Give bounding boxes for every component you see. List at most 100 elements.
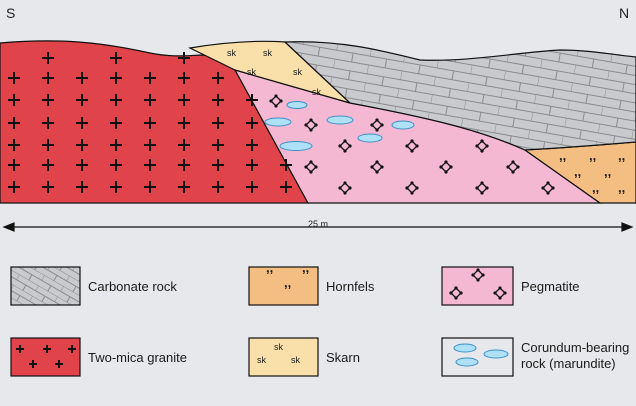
granite-cross bbox=[178, 139, 190, 151]
granite-cross bbox=[76, 159, 88, 171]
granite-cross bbox=[178, 94, 190, 106]
legend-hornfels-swatch bbox=[248, 266, 319, 306]
pegmatite-symbol bbox=[493, 286, 507, 300]
pegmatite-symbol bbox=[506, 160, 520, 174]
hornfels-mark: ,, bbox=[302, 260, 310, 275]
direction-south: S bbox=[6, 5, 16, 21]
legend-carbonate-swatch bbox=[10, 266, 81, 306]
hornfels-mark: ,, bbox=[574, 164, 582, 179]
granite-cross bbox=[42, 181, 54, 193]
pegmatite-symbol bbox=[475, 139, 489, 153]
skarn-mark: sk bbox=[247, 67, 256, 77]
scale-label: 25 m bbox=[307, 219, 328, 229]
corundum-lenses bbox=[264, 101, 415, 151]
skarn-mark: sk bbox=[312, 87, 321, 97]
granite-cross bbox=[76, 117, 88, 129]
granite-cross bbox=[42, 52, 54, 64]
pegmatite-symbol bbox=[449, 286, 463, 300]
legend-granite-swatch bbox=[10, 337, 81, 377]
granite-cross bbox=[144, 139, 156, 151]
granite-cross bbox=[246, 117, 258, 129]
pegmatite-symbol bbox=[269, 94, 283, 108]
hornfels-mark: ,, bbox=[559, 148, 567, 163]
legend-skarn-swatch bbox=[248, 337, 319, 377]
pegmatite-symbol bbox=[370, 160, 384, 174]
legend-skarn-mark: sk bbox=[274, 342, 283, 352]
scale-arrow bbox=[2, 222, 634, 232]
legend-corundum-label: Corundum-bearing rock (marundite) bbox=[521, 340, 630, 371]
granite-cross bbox=[280, 159, 292, 171]
granite-cross bbox=[76, 72, 88, 84]
legend-pegmatite-label: Pegmatite bbox=[521, 279, 580, 294]
granite-cross bbox=[110, 94, 122, 106]
hornfels-mark: ,, bbox=[618, 148, 626, 163]
granite-cross bbox=[42, 159, 54, 171]
pegmatite-symbol bbox=[475, 181, 489, 195]
granite-cross bbox=[8, 94, 20, 106]
pegmatite-symbol bbox=[405, 139, 419, 153]
granite-cross bbox=[144, 94, 156, 106]
granite-cross bbox=[178, 52, 190, 64]
granite-cross bbox=[8, 159, 20, 171]
granite-cross bbox=[110, 72, 122, 84]
pegmatite-symbol bbox=[304, 160, 318, 174]
granite-cross bbox=[76, 139, 88, 151]
pegmatite-symbol bbox=[338, 181, 352, 195]
granite-cross bbox=[212, 117, 224, 129]
granite-cross bbox=[110, 159, 122, 171]
granite-cross bbox=[246, 94, 258, 106]
hornfels-mark: ,, bbox=[618, 180, 626, 195]
granite-cross bbox=[76, 181, 88, 193]
granite-cross bbox=[8, 181, 20, 193]
granite-cross bbox=[178, 117, 190, 129]
granite-cross bbox=[144, 181, 156, 193]
hornfels-mark: ,, bbox=[604, 164, 612, 179]
hornfels-mark: ,, bbox=[592, 180, 600, 195]
legend-hornfels-label: Hornfels bbox=[326, 279, 375, 294]
pegmatite-symbol bbox=[338, 139, 352, 153]
hornfels-mark: ,, bbox=[266, 260, 274, 275]
hornfels-mark: ,, bbox=[284, 275, 292, 290]
skarn-mark: sk bbox=[227, 48, 236, 58]
granite-cross bbox=[280, 181, 292, 193]
granite-cross bbox=[178, 181, 190, 193]
skarn-mark: sk bbox=[263, 48, 272, 58]
legend-skarn-mark: sk bbox=[257, 355, 266, 365]
granite-cross bbox=[212, 159, 224, 171]
granite-cross bbox=[246, 159, 258, 171]
pegmatite-symbol bbox=[471, 268, 485, 282]
granite-cross bbox=[8, 72, 20, 84]
pegmatite-symbol bbox=[541, 181, 555, 195]
pegmatite-symbol bbox=[370, 118, 384, 132]
pegmatite-symbol bbox=[439, 160, 453, 174]
direction-north: N bbox=[619, 5, 630, 21]
granite-cross bbox=[42, 117, 54, 129]
pegmatite-symbol bbox=[304, 118, 318, 132]
legend-granite-label: Two-mica granite bbox=[88, 350, 187, 365]
granite-cross bbox=[42, 72, 54, 84]
granite-cross bbox=[42, 139, 54, 151]
legend-skarn-mark: sk bbox=[291, 355, 300, 365]
granite-cross bbox=[212, 72, 224, 84]
granite-cross bbox=[144, 72, 156, 84]
granite-cross bbox=[76, 94, 88, 106]
carbonate-body bbox=[283, 41, 636, 151]
granite-cross bbox=[110, 181, 122, 193]
pegmatite-symbols bbox=[269, 94, 555, 195]
granite-cross bbox=[212, 139, 224, 151]
granite-cross bbox=[212, 181, 224, 193]
granite-cross bbox=[212, 94, 224, 106]
granite-crosses bbox=[8, 52, 292, 193]
legend-pegmatite-symbols bbox=[449, 268, 507, 300]
skarn-mark: sk bbox=[293, 67, 302, 77]
granite-cross bbox=[42, 94, 54, 106]
legend-corundum-lenses bbox=[453, 343, 509, 367]
granite-cross bbox=[110, 52, 122, 64]
granite-cross bbox=[110, 139, 122, 151]
granite-cross bbox=[246, 181, 258, 193]
legend-pegmatite-swatch bbox=[441, 266, 514, 306]
legend-carbonate-label: Carbonate rock bbox=[88, 279, 177, 294]
granite-cross bbox=[246, 139, 258, 151]
granite-cross bbox=[144, 117, 156, 129]
